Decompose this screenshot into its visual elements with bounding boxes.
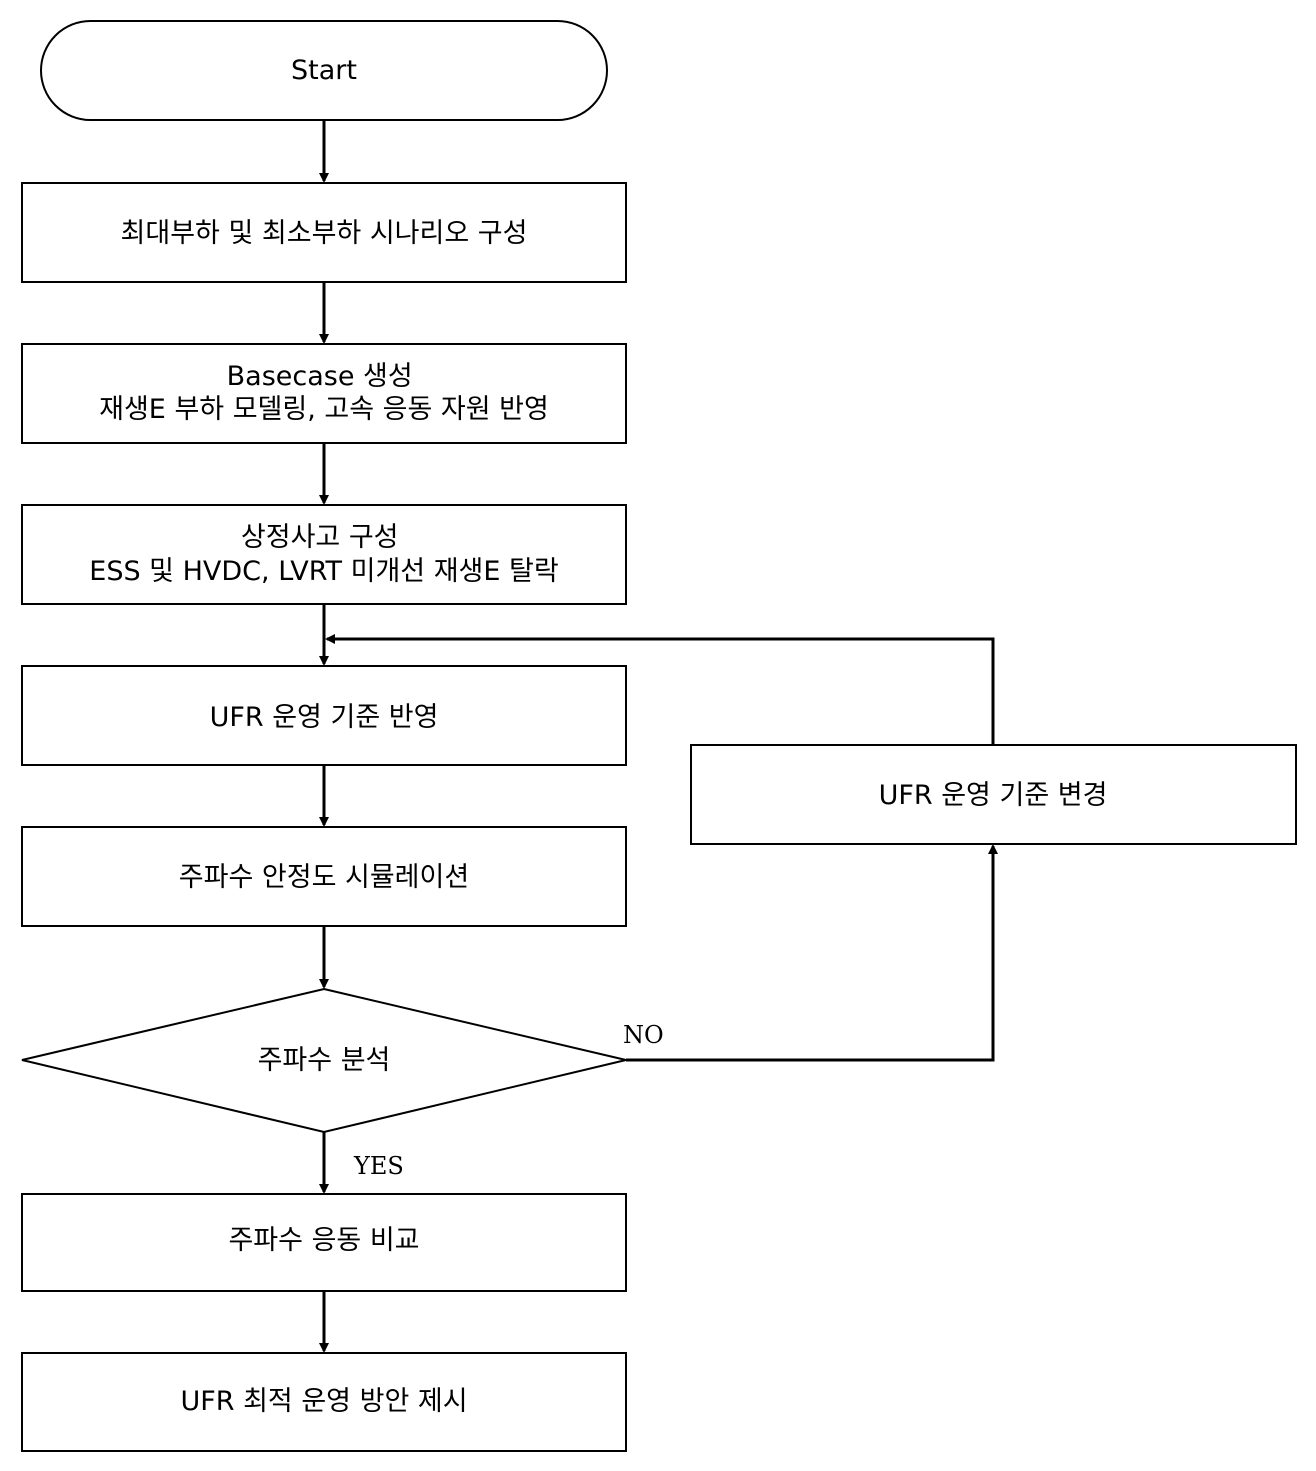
node-simulation: 주파수 안정도 시뮬레이션 xyxy=(21,826,627,927)
analysis-decision-diamond xyxy=(21,987,627,1134)
compare-label: 주파수 응동 비교 xyxy=(228,1225,419,1256)
propose-box xyxy=(21,1352,627,1452)
propose-label-line-1: UFR 최적 운영 방안 제시 xyxy=(180,1386,467,1417)
scenario-box xyxy=(21,182,627,283)
start-label-line-1: Start xyxy=(291,55,357,86)
basecase-label-line-2: 재생E 부하 모델링, 고속 응동 자원 반영 xyxy=(99,394,549,425)
node-basecase: Basecase 생성 재생E 부하 모델링, 고속 응동 자원 반영 xyxy=(21,343,627,444)
edge-analysis-no-to-ufr-change xyxy=(626,844,998,1062)
ufr-apply-label: UFR 운영 기준 반영 xyxy=(210,702,439,733)
compare-label-line-1: 주파수 응동 비교 xyxy=(228,1225,419,1256)
edge-label-yes: YES xyxy=(353,1152,404,1180)
node-ufr-apply: UFR 운영 기준 반영 xyxy=(21,665,627,766)
edges xyxy=(319,120,998,1353)
node-analysis: 주파수 분석 xyxy=(21,987,627,1134)
simulation-label-line-1: 주파수 안정도 시뮬레이션 xyxy=(179,862,469,893)
basecase-box xyxy=(21,343,627,444)
node-compare: 주파수 응동 비교 xyxy=(21,1193,627,1292)
analysis-label: 주파수 분석 xyxy=(258,1045,391,1076)
basecase-label: Basecase 생성 재생E 부하 모델링, 고속 응동 자원 반영 xyxy=(99,361,549,425)
scenario-label-line-1: 최대부하 및 최소부하 시나리오 구성 xyxy=(121,218,528,249)
node-ufr-change: UFR 운영 기준 변경 xyxy=(690,744,1297,845)
propose-label: UFR 최적 운영 방안 제시 xyxy=(180,1386,467,1417)
contingency-box xyxy=(21,504,627,605)
edge-label-no: NO xyxy=(623,1021,664,1049)
node-contingency: 상정사고 구성 ESS 및 HVDC, LVRT 미개선 재생E 탈락 xyxy=(21,504,627,605)
start-terminator xyxy=(40,20,608,121)
basecase-label-line-1: Basecase 생성 xyxy=(227,361,413,392)
ufr-apply-label-line-1: UFR 운영 기준 반영 xyxy=(210,702,439,733)
contingency-label-line-1: 상정사고 구성 xyxy=(241,522,399,553)
compare-box xyxy=(21,1193,627,1292)
simulation-label: 주파수 안정도 시뮬레이션 xyxy=(179,862,469,893)
ufr-apply-box xyxy=(21,665,627,766)
ufr-change-box xyxy=(690,744,1297,845)
scenario-label: 최대부하 및 최소부하 시나리오 구성 xyxy=(121,218,528,249)
contingency-label-line-2: ESS 및 HVDC, LVRT 미개선 재생E 탈락 xyxy=(89,556,558,587)
ufr-change-label: UFR 운영 기준 변경 xyxy=(879,780,1108,811)
node-scenario: 최대부하 및 최소부하 시나리오 구성 xyxy=(21,182,627,283)
contingency-label: 상정사고 구성 ESS 및 HVDC, LVRT 미개선 재생E 탈락 xyxy=(89,522,558,587)
start-label: Start xyxy=(291,55,357,86)
edge-ufr-change-to-ufr-apply xyxy=(325,634,995,745)
node-propose: UFR 최적 운영 방안 제시 xyxy=(21,1352,627,1452)
ufr-change-label-line-1: UFR 운영 기준 변경 xyxy=(879,780,1108,811)
simulation-box xyxy=(21,826,627,927)
analysis-label-line-1: 주파수 분석 xyxy=(258,1045,391,1076)
node-start: Start xyxy=(40,20,608,121)
